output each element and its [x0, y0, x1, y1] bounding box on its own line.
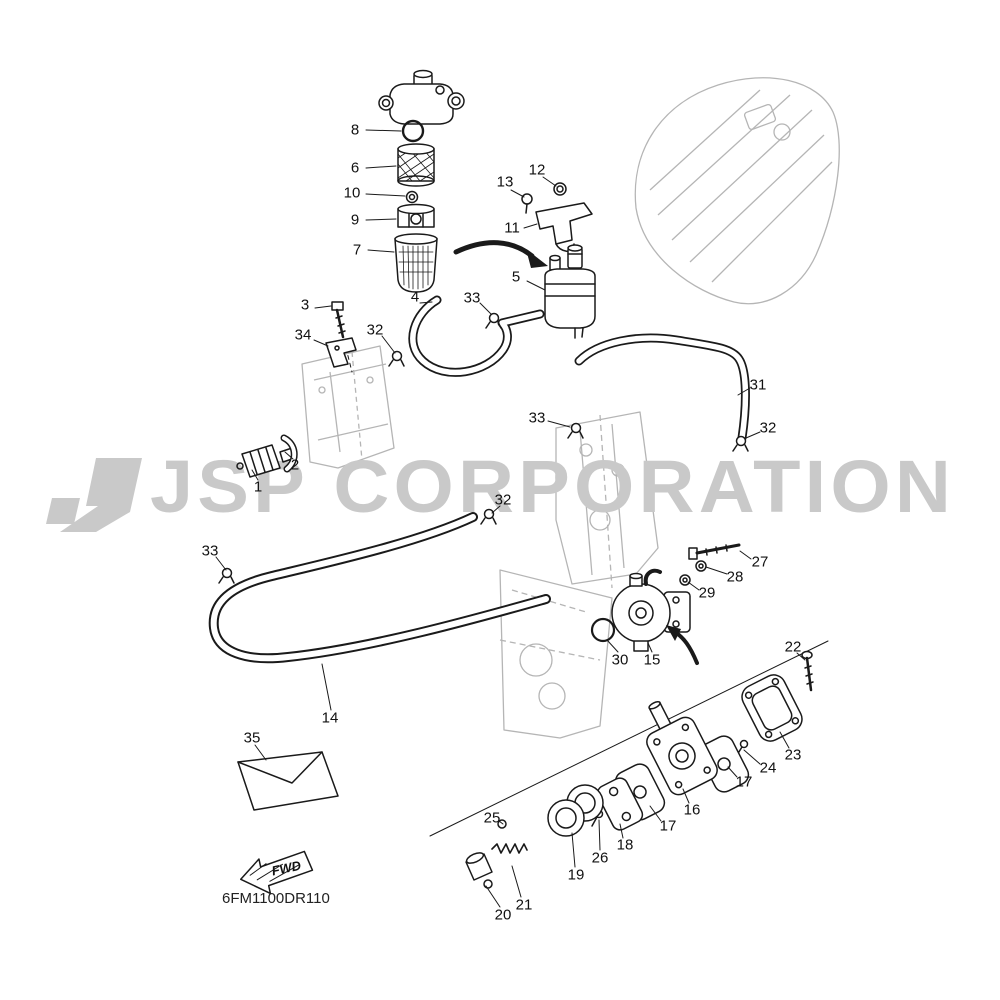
- hose-clip-32-right: [732, 435, 749, 452]
- watermark: JSP CORPORATION: [46, 445, 951, 532]
- hose-clip-32-center: [480, 508, 497, 525]
- parts-bag-35: [237, 751, 339, 811]
- part-label-3: 3: [300, 296, 310, 314]
- hose-clip-33-top: [485, 312, 502, 329]
- part-label-32: 32: [366, 321, 384, 339]
- pump-cover-23: [741, 674, 803, 742]
- filter-element-6: [397, 143, 435, 187]
- fuel-strainer-5: [544, 244, 596, 339]
- o-ring-30: [590, 617, 616, 643]
- pointer-arrow-small: [666, 625, 699, 665]
- pointer-arrow: [453, 240, 548, 268]
- engine-background-art: [301, 77, 840, 739]
- plunger-20: [465, 852, 493, 889]
- clip-25: [497, 819, 507, 829]
- part-label-1: 1: [253, 478, 263, 496]
- part-label-12: 12: [528, 161, 546, 179]
- cup-nut-9: [397, 203, 435, 228]
- part-label-15: 15: [643, 651, 661, 669]
- part-label-23: 23: [784, 746, 802, 764]
- part-label-21: 21: [515, 896, 533, 914]
- part-label-10: 10: [343, 184, 361, 202]
- part-label-32: 32: [494, 491, 512, 509]
- hose-clip-33-mid: [567, 422, 584, 439]
- clamp-34: [325, 337, 357, 368]
- fwd-arrow: FWD: [240, 850, 314, 895]
- part-label-25: 25: [483, 809, 501, 827]
- part-label-27: 27: [751, 553, 769, 571]
- plate-18: [596, 777, 644, 831]
- diagram-code: 6FM1100DR110: [222, 890, 330, 907]
- part-label-4: 4: [410, 288, 420, 306]
- o-ring-8: [401, 119, 425, 143]
- part-label-6: 6: [350, 159, 360, 177]
- fwd-label: FWD: [270, 858, 303, 879]
- fuel-hose-4: [408, 295, 545, 377]
- part-label-16: 16: [683, 801, 701, 819]
- pump-body-16: [646, 701, 718, 796]
- part-label-17: 17: [659, 817, 677, 835]
- fuel-pump-15: [611, 568, 691, 652]
- hose-clip-33-left: [218, 567, 235, 584]
- part-label-33: 33: [528, 409, 546, 427]
- part-label-14: 14: [321, 709, 339, 727]
- part-label-26: 26: [591, 849, 609, 867]
- part-label-22: 22: [784, 638, 802, 656]
- filter-bowl-7: [394, 233, 438, 293]
- part-label-17: 17: [735, 773, 753, 791]
- assembly-axis-line: [429, 640, 829, 837]
- bolt-3: [331, 301, 353, 373]
- part-label-13: 13: [496, 173, 514, 191]
- fuel-hose-31: [574, 333, 750, 443]
- washer-10: [405, 190, 419, 204]
- bracket-assembly-11: [521, 182, 593, 253]
- part-label-19: 19: [567, 866, 585, 884]
- part-label-29: 29: [698, 584, 716, 602]
- leader-lines: [215, 129, 806, 908]
- bolt-22: [801, 650, 814, 692]
- elbow-pipe-2: [280, 434, 298, 473]
- hose-clip-32-left: [388, 350, 405, 367]
- part-label-28: 28: [726, 568, 744, 586]
- part-label-7: 7: [352, 241, 362, 259]
- part-label-18: 18: [616, 836, 634, 854]
- part-label-5: 5: [511, 268, 521, 286]
- part-label-32: 32: [759, 419, 777, 437]
- part-label-8: 8: [350, 121, 360, 139]
- part-label-20: 20: [494, 906, 512, 924]
- diaphragm-19: [547, 784, 604, 837]
- part-label-30: 30: [611, 651, 629, 669]
- part-label-2: 2: [290, 456, 300, 474]
- washer-28: [695, 560, 707, 572]
- washer-29: [679, 574, 691, 586]
- bolt-27: [688, 543, 741, 560]
- part-label-34: 34: [294, 326, 312, 344]
- part-label-35: 35: [243, 729, 261, 747]
- jsp-logo-icon: [46, 458, 142, 532]
- part-label-33: 33: [201, 542, 219, 560]
- spring-21: [491, 843, 528, 854]
- fuel-filter-head: [378, 69, 465, 125]
- part-label-9: 9: [350, 211, 360, 229]
- part-label-33: 33: [463, 289, 481, 307]
- part-label-24: 24: [759, 759, 777, 777]
- fuel-hose-14: [208, 512, 551, 664]
- part-label-31: 31: [749, 376, 767, 394]
- part-label-11: 11: [504, 219, 520, 237]
